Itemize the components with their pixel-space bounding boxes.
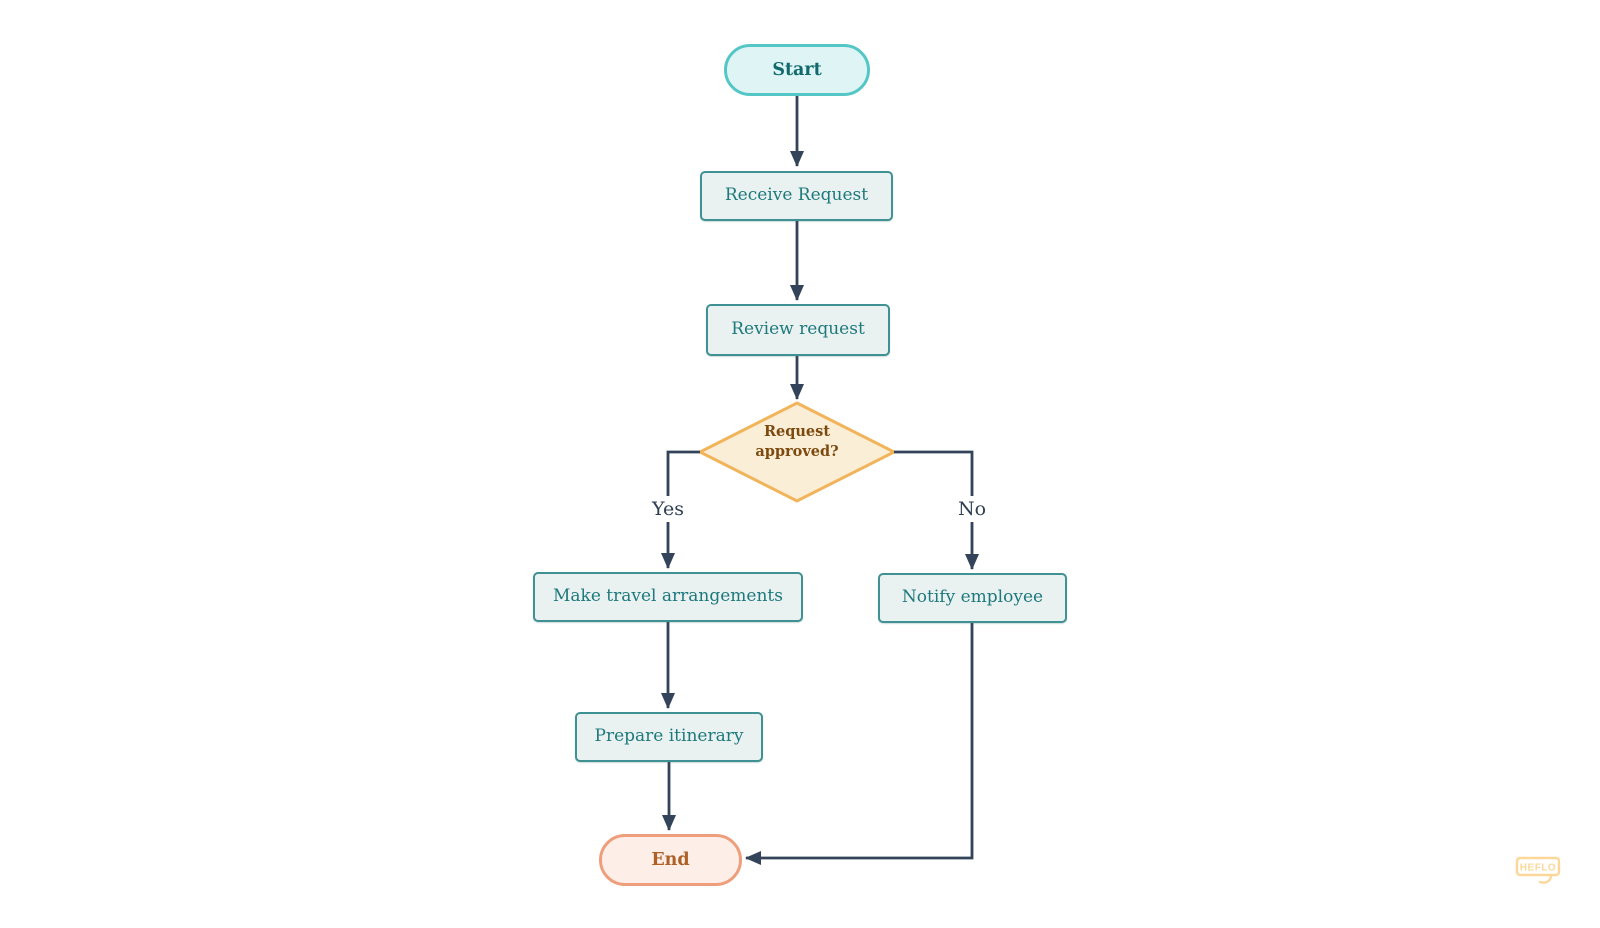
decision-label-line2: approved? — [755, 443, 839, 460]
node-make-travel-arrangements: Make travel arrangements — [533, 572, 803, 622]
edge-decision-no — [894, 450, 979, 570]
decision-label-line1: Request — [763, 423, 831, 440]
node-receive-request: Receive Request — [700, 171, 893, 221]
edge-label-yes: Yes — [647, 496, 689, 522]
node-end: End — [599, 834, 742, 886]
node-review-request: Review request — [706, 304, 890, 356]
node-decision-shape — [696, 401, 898, 503]
edge-notify-to-end — [745, 623, 974, 865]
node-prepare-itinerary: Prepare itinerary — [575, 712, 763, 762]
edge-decision-yes — [661, 450, 700, 569]
node-notify-employee: Notify employee — [878, 573, 1067, 623]
heflo-watermark-label: HEFLO — [1520, 863, 1556, 874]
node-start: Start — [724, 44, 870, 96]
edge-label-no: No — [952, 496, 992, 522]
node-decision-label: Request approved? — [717, 422, 877, 462]
heflo-watermark-logo: HEFLO — [1515, 856, 1561, 884]
